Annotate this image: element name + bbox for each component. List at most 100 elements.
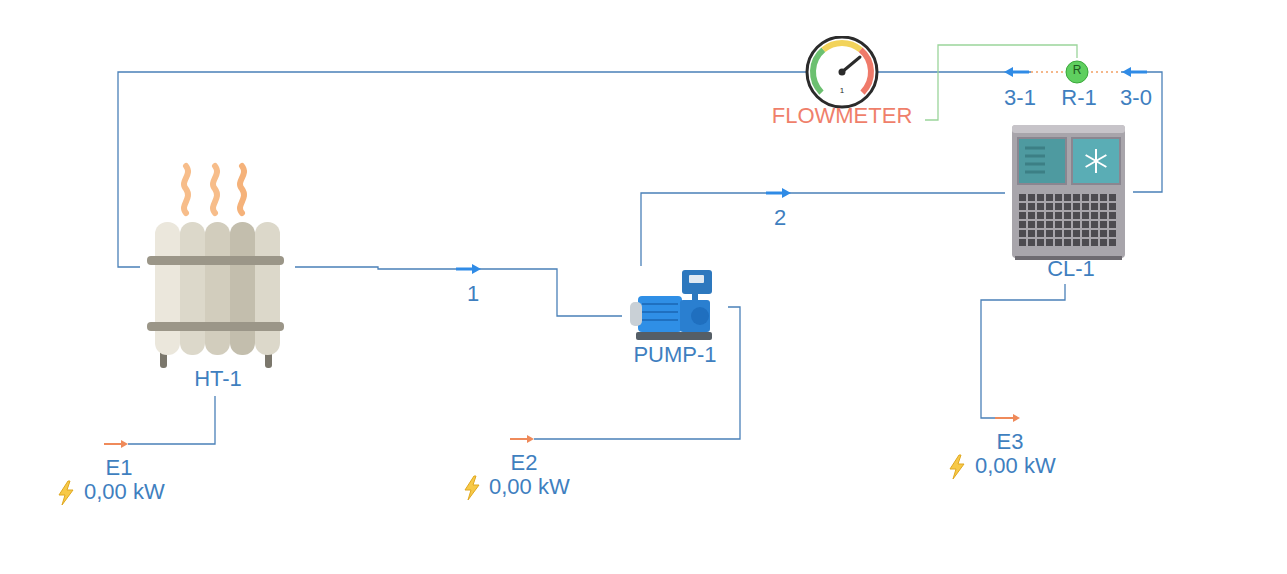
icon-shape — [1100, 221, 1107, 228]
icon-shape — [1073, 212, 1080, 219]
flow-arrow-head — [1122, 67, 1131, 77]
unit-label: HT-1 — [194, 366, 242, 391]
icon-shape — [1019, 194, 1026, 201]
icon-shape — [1025, 163, 1045, 166]
icon-shape — [1019, 230, 1026, 237]
icon-shape — [1100, 230, 1107, 237]
icon-shape — [1055, 230, 1062, 237]
icon-shape — [213, 166, 217, 213]
icon-shape — [1013, 414, 1020, 422]
icon-shape — [1064, 203, 1071, 210]
icon-shape — [823, 43, 860, 50]
icon-shape — [1055, 239, 1062, 246]
icon-shape — [1037, 203, 1044, 210]
icon-shape — [1091, 212, 1098, 219]
icon-shape — [1082, 221, 1089, 228]
icon-shape — [1025, 147, 1045, 150]
icon-shape — [1046, 212, 1053, 219]
icon-shape — [1037, 194, 1044, 201]
icon-shape — [630, 302, 642, 326]
icon-shape — [1072, 138, 1120, 184]
flow-arrow-head — [1004, 67, 1013, 77]
stream-line — [295, 264, 622, 316]
icon-shape — [692, 294, 698, 300]
icon-shape — [1073, 194, 1080, 201]
icon-shape — [950, 455, 964, 479]
flow-arrow-shaft — [456, 268, 473, 271]
unit-sublabel: R-1 — [1061, 85, 1096, 110]
energy-stream: E10,00 kW — [55, 434, 185, 508]
icon-shape — [1046, 194, 1053, 201]
icon-shape — [1100, 194, 1107, 201]
icon-shape — [1046, 221, 1053, 228]
icon-shape — [155, 222, 180, 355]
icon-shape — [1019, 221, 1026, 228]
icon-shape — [1073, 203, 1080, 210]
icon-shape — [1037, 230, 1044, 237]
icon-shape — [1091, 221, 1098, 228]
unit-label: PUMP-1 — [633, 342, 716, 367]
icon-shape — [205, 222, 230, 355]
icon-shape — [1064, 212, 1071, 219]
connector-path — [128, 396, 215, 444]
unit-label: R — [1073, 64, 1082, 78]
stream-line — [981, 284, 1065, 418]
unit-sublabel: 0,00 kW — [84, 479, 165, 504]
icon-shape — [255, 222, 280, 355]
icon-shape — [230, 222, 255, 355]
icon-shape — [1082, 212, 1089, 219]
stream-number: 3-1 — [1002, 85, 1038, 110]
flow-arrow-head — [472, 264, 481, 274]
icon-shape — [1055, 221, 1062, 228]
connector-path — [925, 45, 1077, 120]
flowmeter-gauge: 1FLOWMETER — [760, 36, 925, 132]
icon-shape — [147, 256, 284, 265]
icon-shape — [1091, 239, 1098, 246]
icon-shape — [1091, 194, 1098, 201]
icon-shape — [691, 307, 709, 325]
icon-shape — [510, 438, 528, 440]
heater-unit-icon — [140, 158, 295, 396]
icon-shape — [1064, 221, 1071, 228]
icon-shape — [1082, 239, 1089, 246]
unit-label: E1 — [106, 455, 133, 480]
icon-shape — [995, 417, 1014, 419]
icon-shape — [689, 275, 704, 283]
heater-unit: HT-1 — [140, 158, 295, 396]
stream-line — [128, 396, 215, 444]
icon-shape — [1046, 203, 1053, 210]
icon-shape — [1109, 221, 1116, 228]
icon-shape — [240, 166, 244, 213]
icon-shape — [1073, 239, 1080, 246]
icon-shape — [1073, 221, 1080, 228]
icon-shape — [1091, 203, 1098, 210]
icon-shape — [1055, 212, 1062, 219]
icon-shape — [682, 270, 712, 294]
icon-shape — [1037, 239, 1044, 246]
icon-shape — [465, 476, 479, 500]
icon-shape — [1109, 203, 1116, 210]
unit-sublabel: 0,00 kW — [489, 474, 570, 499]
icon-shape — [1109, 239, 1116, 246]
icon-shape — [180, 222, 205, 355]
icon-shape — [1037, 212, 1044, 219]
icon-shape — [1018, 138, 1066, 184]
connector-path — [641, 193, 1005, 266]
unit-sublabel: FLOWMETER — [772, 103, 913, 128]
icon-shape — [1091, 230, 1098, 237]
icon-shape — [1028, 194, 1035, 201]
icon-shape — [1019, 203, 1026, 210]
icon-shape — [1100, 212, 1107, 219]
flow-arrow-shaft — [766, 192, 783, 195]
icon-shape — [1064, 230, 1071, 237]
icon-shape — [104, 443, 122, 445]
icon-shape — [1064, 194, 1071, 201]
icon-shape — [1066, 61, 1088, 83]
icon-shape — [1028, 230, 1035, 237]
icon-shape — [1109, 194, 1116, 201]
connector-path — [981, 284, 1065, 418]
flow-arrow-head — [782, 188, 791, 198]
pump-unit: PUMP-1 — [622, 266, 728, 370]
stream-number: 2 — [772, 205, 788, 230]
